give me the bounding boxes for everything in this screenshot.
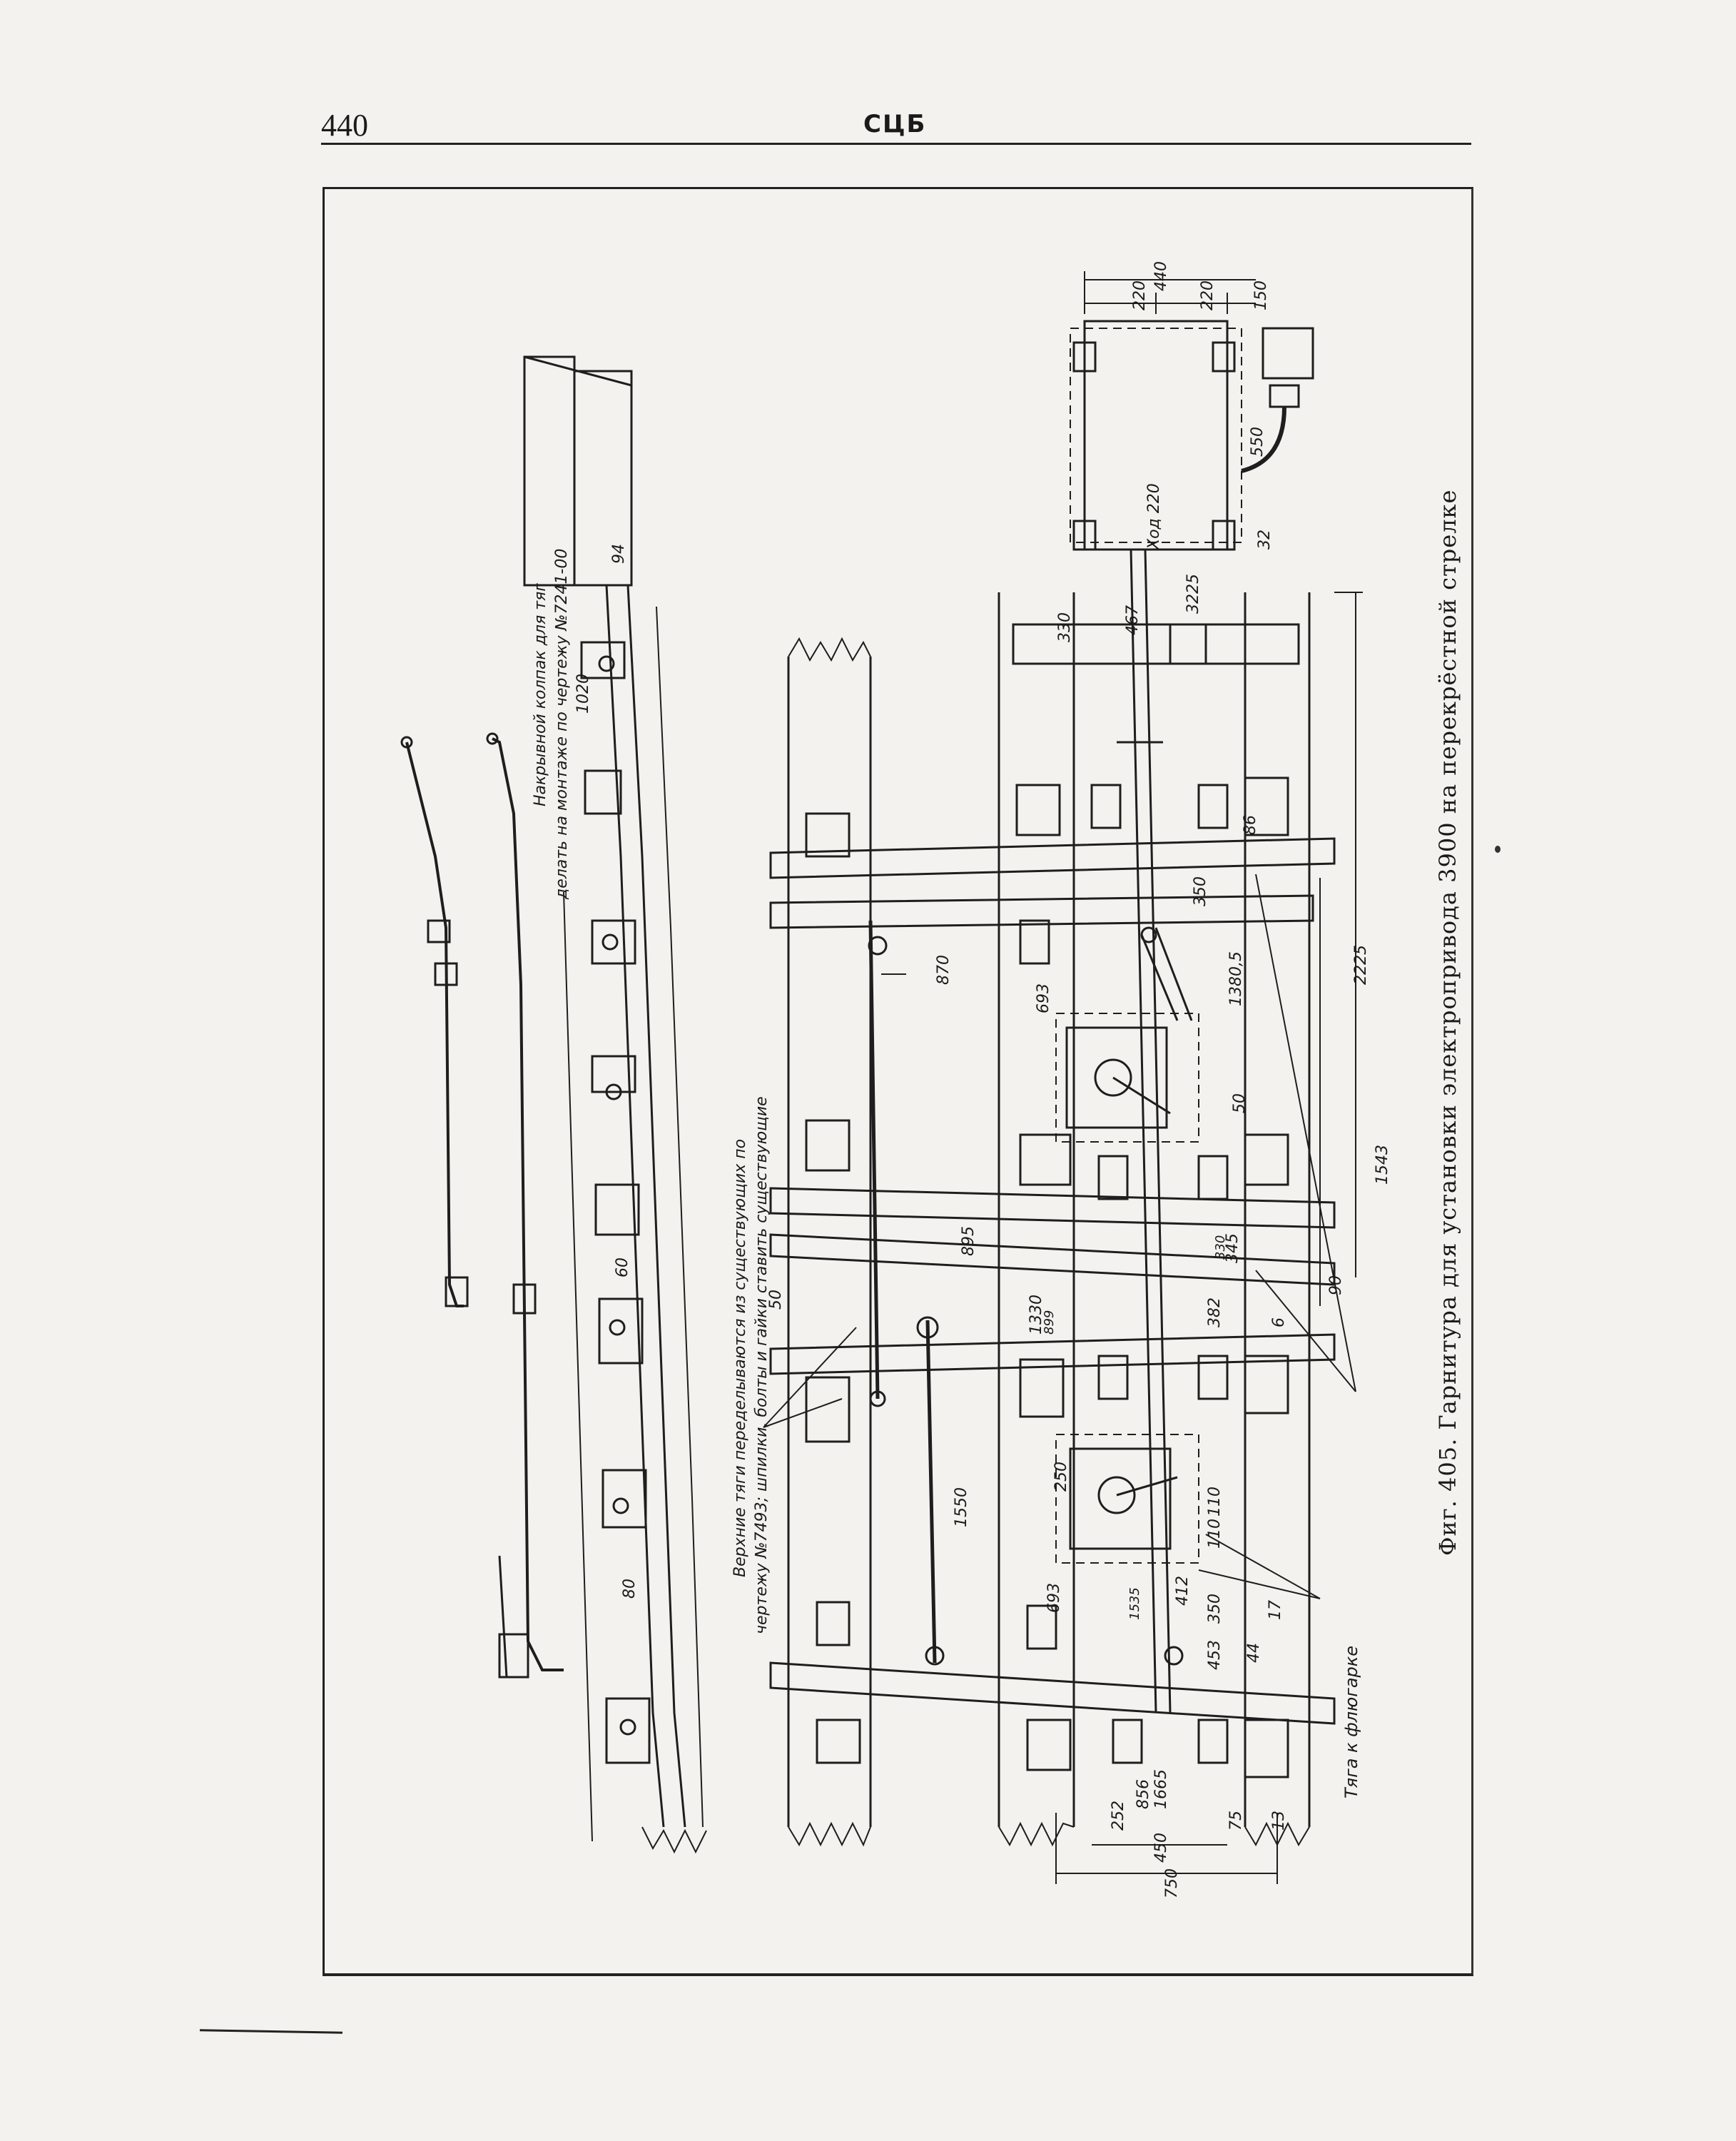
dim-label: 1550 xyxy=(953,1487,970,1527)
dim-label: 1380,5 xyxy=(1227,951,1245,1006)
dim-label: 110 xyxy=(1206,1487,1224,1517)
plan-view xyxy=(763,271,1363,1884)
page-header: 440 СЦБ xyxy=(321,107,1470,150)
dim-label: 550 xyxy=(1249,427,1267,457)
dim-label: 110 xyxy=(1206,1519,1224,1549)
dim-label: Ход 220 xyxy=(1145,483,1163,550)
dim-label: 412 xyxy=(1174,1576,1192,1606)
dim-label: 870 xyxy=(935,955,953,985)
dim-label: 350 xyxy=(1192,876,1209,906)
upper-rods-note-2: чертежу №7493; шпилки, болты и гайки ста… xyxy=(753,1096,771,1634)
dim-label: 856 xyxy=(1135,1779,1152,1809)
dim-label: 90 xyxy=(1327,1275,1345,1295)
dim-label: 50 xyxy=(767,1290,785,1310)
header-rule xyxy=(321,143,1471,145)
dim-label: 1665 xyxy=(1152,1769,1170,1809)
dim-label: 2225 xyxy=(1352,945,1370,985)
upper-rods-note-1: Верхние тяги переделываются из существую… xyxy=(731,1138,749,1577)
dim-label: 330 xyxy=(1056,612,1074,642)
dim-label: 80 xyxy=(621,1579,639,1599)
dim-label: 60 xyxy=(614,1257,631,1277)
frog-rod-label: Тяга к флюгарке xyxy=(1341,1645,1361,1798)
dim-label: 899 xyxy=(1042,1310,1057,1335)
dim-label: 895 xyxy=(960,1226,978,1256)
figure-caption: Фиг. 405. Гарнитура для установки электр… xyxy=(1434,489,1461,1556)
figure-frame xyxy=(323,187,1473,1976)
dim-label: 44 xyxy=(1245,1643,1263,1663)
dim-label: 3225 xyxy=(1184,574,1202,614)
dim-label: 220 xyxy=(1199,280,1217,310)
dim-label: 150 xyxy=(1252,280,1270,310)
dim-label: 250 xyxy=(1052,1462,1070,1492)
dim-label: 86 xyxy=(1242,815,1259,835)
running-head: СЦБ xyxy=(863,110,927,138)
dim-label: 440 xyxy=(1152,261,1170,291)
dim-label: 32 xyxy=(1256,530,1274,550)
elevation-view xyxy=(400,355,707,1854)
dim-label: 6 xyxy=(1270,1317,1288,1327)
dim-label: 94 xyxy=(610,544,628,564)
dim-label: 382 xyxy=(1206,1297,1224,1327)
dim-label: 350 xyxy=(1206,1594,1224,1624)
mount-note: делать на монтаже по чертежу №7241-00 xyxy=(553,548,571,899)
dim-label: 50 xyxy=(1231,1093,1249,1113)
cap-note: Накрывной колпак для тяг xyxy=(532,583,549,806)
dim-label: 1543 xyxy=(1374,1145,1391,1185)
dim-label: 17 xyxy=(1267,1600,1284,1620)
dim-label: 693 xyxy=(1045,1583,1063,1613)
dim-label: 450 xyxy=(1152,1833,1170,1863)
dim-label: 330 xyxy=(1213,1235,1228,1260)
dim-label: 1020 xyxy=(574,674,592,714)
dim-label: 453 xyxy=(1206,1640,1224,1670)
dim-label: 13 xyxy=(1270,1811,1288,1831)
dim-label: 252 xyxy=(1110,1801,1127,1831)
page-number: 440 xyxy=(321,108,368,143)
dim-label: 75 xyxy=(1227,1811,1245,1831)
dim-label: 467 xyxy=(1124,605,1142,635)
dim-label: 750 xyxy=(1163,1868,1181,1898)
dim-label: 693 xyxy=(1035,983,1052,1013)
scan-speck xyxy=(1495,846,1501,853)
dim-label: 220 xyxy=(1131,280,1149,310)
dim-label: 1535 xyxy=(1127,1587,1142,1620)
